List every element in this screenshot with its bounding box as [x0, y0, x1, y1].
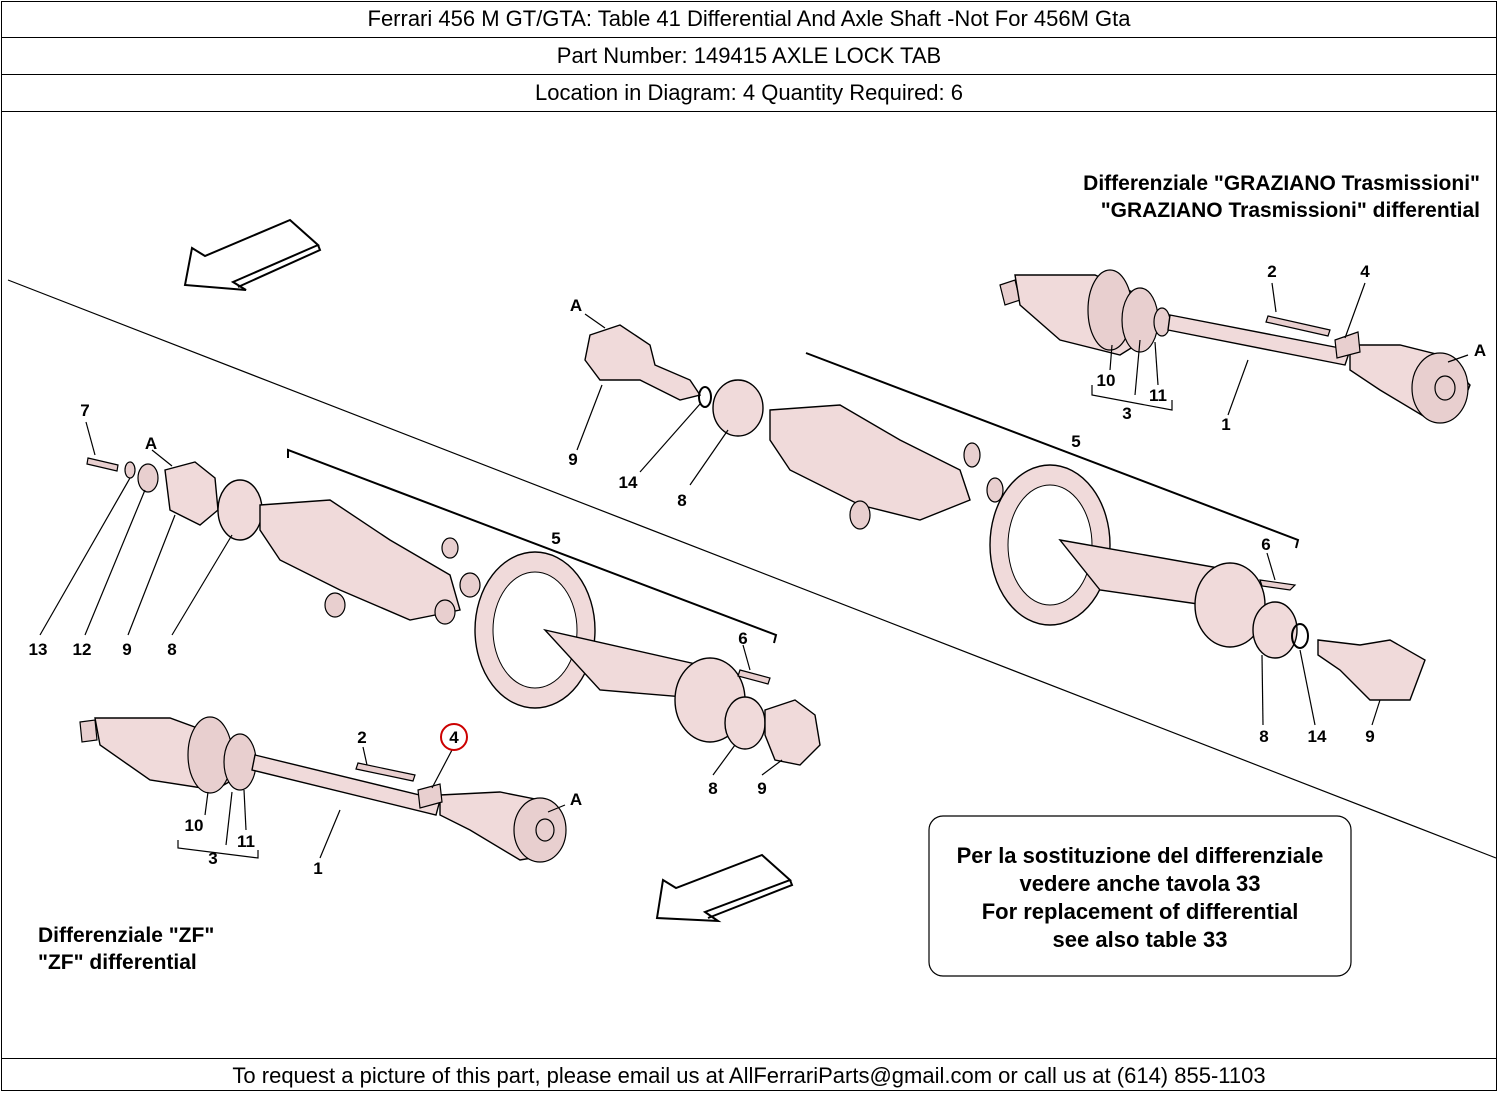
graziano-caption-it: Differenziale "GRAZIANO Trasmissioni"	[1083, 172, 1480, 195]
callout-z-13: 13	[29, 640, 48, 659]
footer-contact: To request a picture of this part, pleas…	[1, 1058, 1497, 1092]
callout-z-A2: A	[570, 790, 582, 809]
callout-z-A: A	[145, 434, 157, 453]
callout-z-1: 1	[313, 859, 322, 878]
page-title: Ferrari 456 M GT/GTA: Table 41 Different…	[1, 1, 1497, 38]
axle-lock-tab-graziano	[1334, 331, 1361, 359]
callout-g-8: 8	[1259, 727, 1268, 746]
bracket-5-zf	[287, 448, 778, 644]
arrow-icon-bottom	[655, 853, 794, 923]
callout-z-4-highlighted: 4	[449, 728, 459, 747]
callout-g-14: 14	[1308, 727, 1327, 746]
callout-z-8b: 8	[708, 779, 717, 798]
graziano-caption-en: "GRAZIANO Trasmissioni" differential	[1101, 199, 1480, 222]
callout-z-6: 6	[738, 629, 747, 648]
callout-g-3: 3	[1122, 404, 1131, 423]
callout-g-5: 5	[1071, 432, 1080, 451]
callout-g-10: 10	[1097, 371, 1116, 390]
note-line-4: see also table 33	[1053, 927, 1228, 952]
note-box	[928, 815, 1352, 977]
top-flange-and-case	[584, 324, 1004, 530]
zf-caption-it: Differenziale "ZF"	[38, 924, 214, 947]
zf-caption-en: "ZF" differential	[38, 951, 197, 974]
graziano-differential	[989, 464, 1426, 701]
location-quantity: Location in Diagram: 4 Quantity Required…	[1, 75, 1497, 112]
callout-g-11: 11	[1149, 386, 1167, 405]
callout-t-14: 14	[619, 473, 638, 492]
callout-z-9b: 9	[757, 779, 766, 798]
divider-line	[7, 279, 1497, 859]
callout-z-9: 9	[122, 640, 131, 659]
callout-t-8: 8	[677, 491, 686, 510]
callout-t-A: A	[570, 296, 582, 315]
bracket-5-graziano	[805, 352, 1300, 549]
callout-g-2: 2	[1267, 262, 1276, 281]
bracket-3-graziano	[1091, 385, 1173, 411]
graziano-axle-shaft	[999, 269, 1471, 424]
callout-z-3: 3	[208, 849, 217, 868]
callout-z-11: 11	[237, 832, 255, 851]
leader-lines	[39, 282, 1469, 859]
zf-differential	[86, 457, 821, 766]
callout-z-10: 10	[185, 816, 204, 835]
callout-g-4: 4	[1360, 262, 1370, 281]
callout-g-6: 6	[1261, 535, 1270, 554]
callout-z-12: 12	[73, 640, 92, 659]
callout-z-5: 5	[551, 529, 560, 548]
callout-z-2: 2	[357, 728, 366, 747]
callout-z-7: 7	[80, 401, 89, 420]
callout-g-A: A	[1474, 341, 1486, 360]
arrow-icon-top	[183, 218, 322, 291]
highlight-circle	[440, 723, 468, 751]
callout-g-1: 1	[1221, 415, 1230, 434]
callout-g-9: 9	[1365, 727, 1374, 746]
note-line-3: For replacement of differential	[982, 899, 1299, 924]
callout-z-8: 8	[167, 640, 176, 659]
callout-t-9: 9	[568, 450, 577, 469]
zf-axle-shaft	[79, 716, 567, 863]
note-line-2: vedere anche tavola 33	[1020, 871, 1261, 896]
part-number: Part Number: 149415 AXLE LOCK TAB	[1, 38, 1497, 75]
bracket-3-zf	[177, 840, 259, 859]
note-line-1: Per la sostituzione del differenziale	[957, 843, 1324, 868]
